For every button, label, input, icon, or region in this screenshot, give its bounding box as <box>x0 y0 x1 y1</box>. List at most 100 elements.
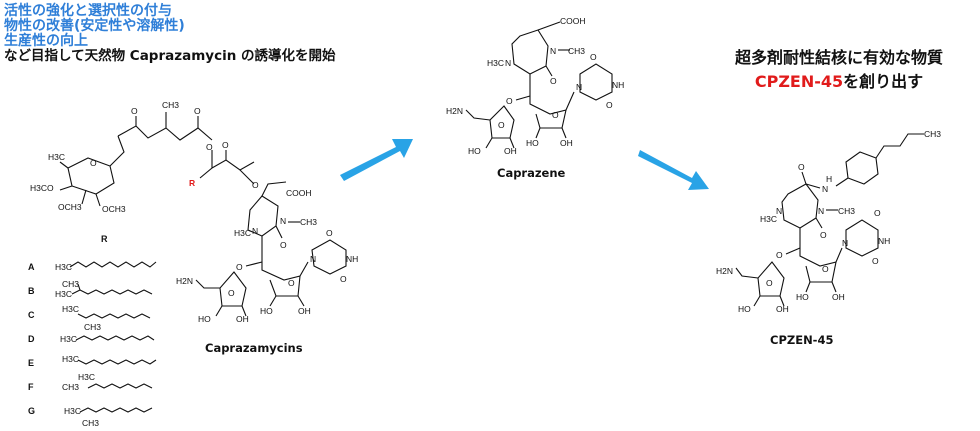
h3cn-label: H3C <box>234 228 251 238</box>
chain-g-h3c: H3C <box>64 406 81 416</box>
o-label-8: O <box>340 274 347 284</box>
chain-b-h3c: H3C <box>55 289 72 299</box>
o-label-7: O <box>326 228 333 238</box>
o-label-9: O <box>236 262 243 272</box>
o-label-6: O <box>280 240 287 250</box>
chain-f: H3C CH3 <box>62 372 153 392</box>
r-label: R <box>189 178 195 188</box>
ch3-label-2: CH3 <box>568 46 585 56</box>
n-label-7: N <box>818 206 824 216</box>
nh-label-3: N <box>822 184 828 194</box>
cooh-label-2: COOH <box>560 16 586 26</box>
o-label-17: O <box>872 256 879 266</box>
chain-c-ch3: H3C <box>62 304 79 314</box>
oh-label-3: OH <box>560 138 573 148</box>
o-label-14: O <box>798 162 805 172</box>
n-label-2: N <box>252 226 258 236</box>
o-label-3: O <box>206 142 213 152</box>
chain-a-h3c: H3C <box>55 262 72 272</box>
r-label-e: E <box>28 358 35 368</box>
ch3-label-1: CH3 <box>300 217 317 227</box>
r-label-a: A <box>28 262 35 272</box>
cpzen45-label: CPZEN-45 <box>770 333 834 347</box>
arrow-1-shape <box>340 139 413 181</box>
ho-label-3: HO <box>526 138 539 148</box>
headline-line-2: CPZEN-45を創り出す <box>700 68 978 92</box>
oh-label-5: OH <box>832 292 845 302</box>
o-label-11: O <box>590 52 597 62</box>
chain-f-h3c: CH3 <box>62 382 79 392</box>
oh-label-4: OH <box>504 146 517 156</box>
goal-line-1: 活性の強化と選択性の付与 <box>4 3 172 19</box>
o-label-5: O <box>252 180 259 190</box>
cooh-label-1: COOH <box>286 188 312 198</box>
h3c-label: H3C <box>48 152 65 162</box>
o-ring-label-7: O <box>766 278 773 288</box>
r-label-g: G <box>28 406 36 416</box>
r-group-chains: H3C CH3 H3C H3C CH3 H3C H3C H3C CH3 H <box>55 261 157 428</box>
arrow-1-icon <box>340 139 413 181</box>
o-label-13: O <box>506 96 513 106</box>
caprazamycins-structure: H3C H3CO OCH3 OCH3 O O CH3 O O R O O COO… <box>30 100 358 324</box>
r-label-c: C <box>28 310 35 320</box>
nh-label-2: NH <box>612 80 624 90</box>
goal-line-2: 物性の改善(安定性や溶解性) <box>4 18 185 34</box>
ho-label-5: HO <box>796 292 809 302</box>
h3c-label-2: H3C <box>487 58 504 68</box>
goal-line-3: 生産性の向上 <box>4 33 88 49</box>
ho-label-1: HO <box>260 306 273 316</box>
cpzen45-highlight: CPZEN-45 <box>754 72 844 91</box>
n-label-4: N <box>550 46 556 56</box>
chain-d: CH3 H3C <box>60 322 155 344</box>
h3c-label-3: H3C <box>760 214 777 224</box>
caprazene-label: Caprazene <box>497 166 566 180</box>
headline-line-2-rest: を創り出す <box>843 72 924 91</box>
ho-label-4: HO <box>468 146 481 156</box>
o-ring-label-2: O <box>288 278 295 288</box>
o-label-1: O <box>131 106 138 116</box>
n-label-3: N <box>310 254 316 264</box>
chain-e-h3c: H3C <box>62 354 79 364</box>
chain-d-h3c: H3C <box>60 334 77 344</box>
n-label-6: N <box>576 82 582 92</box>
arrow-2-icon <box>638 150 709 190</box>
oh-label-6: OH <box>776 304 789 314</box>
headline-line-1: 超多剤耐性結核に有効な物質 <box>734 48 943 67</box>
ho-label-6: HO <box>738 304 751 314</box>
r-group-header: R <box>101 234 108 244</box>
ch3-top: CH3 <box>162 100 179 110</box>
n-label-9: N <box>842 238 848 248</box>
ho-label-2: HO <box>198 314 211 324</box>
n-label-8: N <box>776 206 782 216</box>
chain-e: H3C <box>62 354 157 365</box>
r-label-f: F <box>28 382 34 392</box>
r-label-d: D <box>28 334 35 344</box>
chain-g-ch3: CH3 <box>82 418 99 428</box>
o-ring-label-1: O <box>90 158 97 168</box>
o-ring-label-6: O <box>822 264 829 274</box>
h2n-label-3: H2N <box>716 266 733 276</box>
och3-label-1: OCH3 <box>58 202 82 212</box>
h2n-label-1: H2N <box>176 276 193 286</box>
o-label-4: O <box>222 140 229 150</box>
h-label-1: H <box>826 174 832 184</box>
chain-f-ch3: H3C <box>78 372 95 382</box>
o-label-10: O <box>550 76 557 86</box>
goal-summary: など目指して天然物 Caprazamycin の誘導化を開始 <box>4 48 336 64</box>
chain-c: H3C <box>62 304 151 319</box>
o-label-18: O <box>776 250 783 260</box>
headline: 超多剤耐性結核に有効な物質 CPZEN-45を創り出す <box>700 44 978 92</box>
o-label-12: O <box>606 100 613 110</box>
nh-label-4: NH <box>878 236 890 246</box>
nh-label-1: NH <box>346 254 358 264</box>
cpzen45-structure: CH3 N H O N CH3 H3C N O O NH O N HO OH O… <box>716 129 941 314</box>
chain-b: CH3 H3C <box>55 279 153 299</box>
o-label-15: O <box>820 230 827 240</box>
o-label-2: O <box>194 106 201 116</box>
o-ring-label-5: O <box>498 120 505 130</box>
oh-label-1: OH <box>298 306 311 316</box>
o-ring-label-3: O <box>228 288 235 298</box>
och3-label-2: OCH3 <box>102 204 126 214</box>
o-label-16: O <box>874 208 881 218</box>
